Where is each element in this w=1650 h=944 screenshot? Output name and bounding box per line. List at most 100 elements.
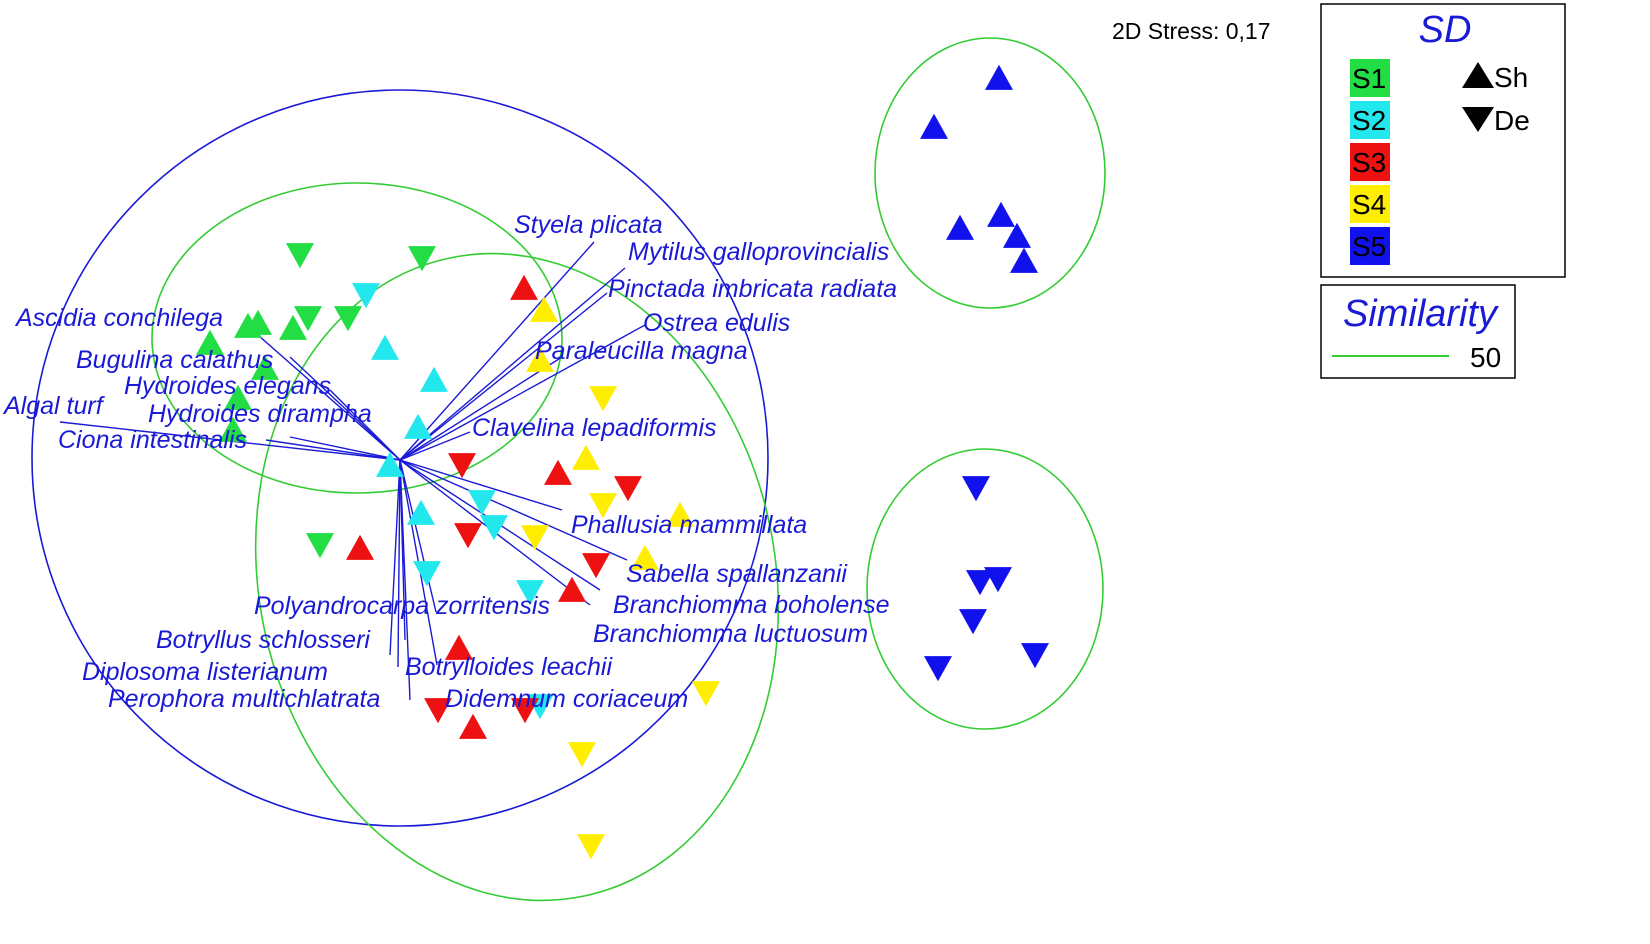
data-point-s3-down <box>614 476 642 502</box>
data-point-s2-down <box>480 515 508 541</box>
vector-line <box>399 459 411 701</box>
data-point-s3-down <box>511 698 539 724</box>
vector-label: Hydroides elegans <box>124 372 331 400</box>
data-point-s4-down <box>521 525 549 551</box>
vector-line <box>289 436 401 461</box>
vector-label: Sabella spallanzanii <box>626 560 848 588</box>
points-layer <box>196 64 1049 860</box>
similarity-legend: Similarity 50 <box>1320 284 1516 379</box>
stress-label: 2D Stress: 0,17 <box>1112 18 1271 44</box>
data-point-s1-down <box>408 246 436 272</box>
data-point-s1-up <box>279 314 307 340</box>
vector-label: Bugulina calathus <box>76 346 273 374</box>
legend-label-s1: S1 <box>1352 63 1386 94</box>
data-point-s1-up <box>234 312 262 338</box>
vector-label: Mytilus galloprovincialis <box>628 238 889 266</box>
data-point-s3-down <box>454 523 482 549</box>
legend-swatch-s1 <box>1350 59 1390 97</box>
vector-line <box>265 439 401 461</box>
vector-label: Pinctada imbricata radiata <box>608 275 897 303</box>
vector-line <box>249 327 401 461</box>
vector-label: Clavelina lepadiformis <box>472 414 717 442</box>
similarity-contour-s5-de <box>866 448 1104 730</box>
data-point-s5-down <box>966 570 994 596</box>
similarity-legend-box <box>1320 284 1516 379</box>
vector-label: Hydroides dirampha <box>148 400 372 428</box>
data-point-s1-down <box>334 306 362 332</box>
similarity-contour-main <box>254 252 780 902</box>
legend-label-s4: S4 <box>1352 189 1386 220</box>
vector-label: Phallusia mammillata <box>571 511 807 539</box>
legend: SD S1 S2 S3 S4 S5 Sh De <box>1320 3 1566 278</box>
vector-line <box>399 292 608 461</box>
data-point-s3-down <box>582 553 610 579</box>
legend-label-s5: S5 <box>1352 231 1386 262</box>
legend-label-s3: S3 <box>1352 147 1386 178</box>
data-point-s1-down <box>306 533 334 559</box>
legend-triangle-down-icon <box>1462 107 1494 132</box>
legend-swatch-s5 <box>1350 227 1390 265</box>
data-point-s2-up <box>371 334 399 360</box>
vector-label: Branchiomma luctuosum <box>593 620 868 648</box>
vector-labels-layer: Styela plicata Mytilus galloprovincialis… <box>2 211 897 713</box>
vector-label: Ascidia conchilega <box>14 304 223 332</box>
vector-label: Ciona intestinalis <box>58 426 247 454</box>
data-point-s3-up <box>510 274 538 300</box>
data-point-s1-down <box>294 306 322 332</box>
vector-label: Polyandrocarpa zorritensis <box>254 592 550 620</box>
data-point-s5-down <box>924 656 952 682</box>
vector-line <box>399 267 626 461</box>
data-point-s1-down <box>286 243 314 269</box>
data-point-s3-down <box>424 698 452 724</box>
vector-correlation-circle <box>31 89 769 827</box>
data-point-s1-up <box>196 329 224 355</box>
legend-swatch-s3 <box>1350 143 1390 181</box>
data-point-s5-up <box>985 64 1013 90</box>
data-point-s5-down <box>1021 643 1049 669</box>
vector-lines-layer <box>59 241 646 701</box>
similarity-legend-title: Similarity <box>1343 293 1499 335</box>
data-point-s5-down <box>984 567 1012 593</box>
vector-label: Botrylloides leachii <box>405 653 613 681</box>
data-point-s2-up <box>376 451 404 477</box>
legend-swatch-s2 <box>1350 101 1390 139</box>
data-point-s4-up <box>666 501 694 527</box>
vector-line <box>399 459 563 511</box>
vector-line <box>289 356 401 461</box>
similarity-level-label: 50 <box>1470 342 1501 373</box>
data-point-s2-down <box>516 580 544 606</box>
data-point-s1-up <box>219 416 247 442</box>
data-point-s3-up <box>459 713 487 739</box>
vector-line <box>397 459 401 668</box>
data-point-s5-down <box>959 609 987 635</box>
vector-label: Didemnum coriaceum <box>445 685 688 713</box>
data-point-s1-up <box>224 384 252 410</box>
vector-label: Branchiomma boholense <box>613 591 890 619</box>
legend-triangle-up-icon <box>1462 62 1494 88</box>
vector-line <box>399 324 646 461</box>
data-point-s4-up <box>631 544 659 570</box>
similarity-contour-s1 <box>151 182 563 494</box>
data-point-s3-up <box>445 634 473 660</box>
legend-label-s2: S2 <box>1352 105 1386 136</box>
vector-label: Ostrea edulis <box>643 309 790 337</box>
vector-line <box>399 356 563 461</box>
data-point-s1-up <box>251 354 279 380</box>
vector-label: Botryllus schlosseri <box>156 626 371 654</box>
data-point-s5-up <box>1003 222 1031 248</box>
data-point-s4-up <box>572 444 600 470</box>
data-point-s2-up <box>420 366 448 392</box>
data-point-s2-up <box>404 413 432 439</box>
data-point-s5-down <box>962 476 990 502</box>
data-point-s5-up <box>987 201 1015 227</box>
data-point-s4-down <box>568 742 596 768</box>
legend-title: SD <box>1419 9 1472 51</box>
vector-line <box>329 389 401 461</box>
data-point-s4-down <box>692 681 720 707</box>
vector-label: Paraleucilla magna <box>535 337 748 365</box>
data-point-s4-up <box>526 346 554 372</box>
data-point-s2-up <box>407 499 435 525</box>
data-point-s3-up <box>558 576 586 602</box>
legend-label-de: De <box>1494 105 1530 136</box>
